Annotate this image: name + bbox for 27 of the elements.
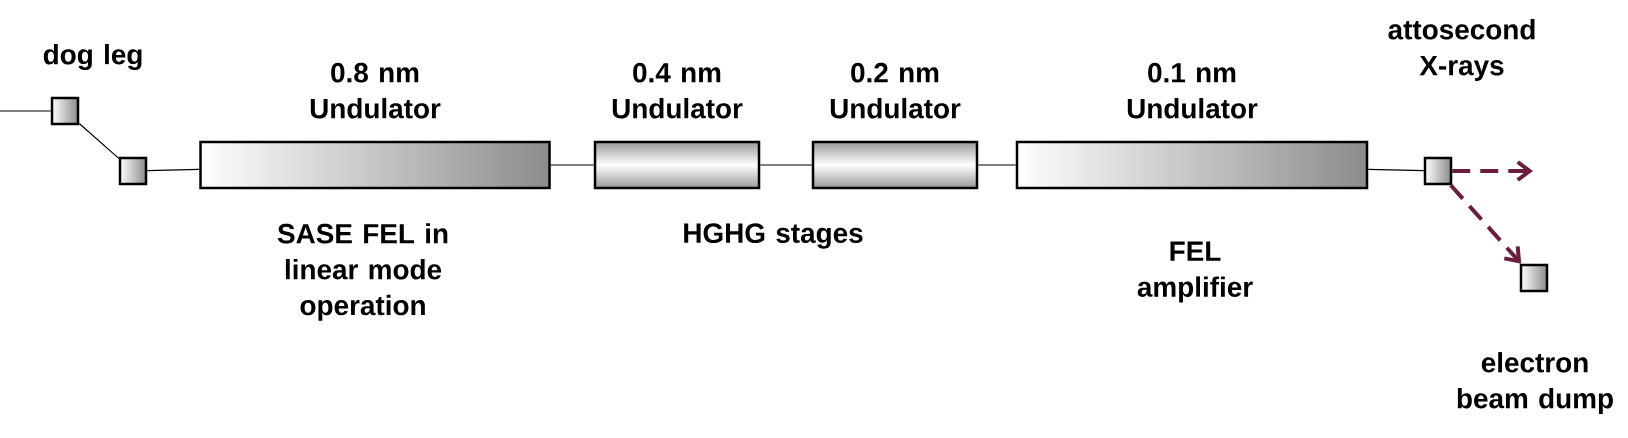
undulator-box: 0.8 nm Undulator [199,62,551,190]
square-marker [118,156,148,186]
node-label: 0.8 nm Undulator [310,62,441,119]
beam-line [146,168,200,172]
beam-line [550,164,595,166]
arrow [1452,160,1533,182]
square-marker [50,96,80,126]
arrow [1449,183,1522,264]
node-label: 0.1 nm Undulator [1127,62,1258,119]
node-label: SASE FEL in linear mode operation [277,223,448,321]
node-label: electron beam dump [1457,352,1613,414]
node-label: 0.4 nm Undulator [612,62,743,119]
beam-line [1367,168,1425,172]
caption: HGHG stages [684,223,863,249]
undulator-box: 0.4 nm Undulator [593,62,761,190]
node-label: 0.2 nm Undulator [830,62,961,119]
beam-line [977,164,1017,166]
node-label: FEL amplifier [1137,241,1253,303]
undulator-box: 0.2 nm Undulator [811,62,979,190]
square-marker [1423,156,1453,186]
beam-line [0,110,52,112]
caption: attosecond X-rays [1388,19,1535,81]
beam-line [759,164,813,166]
beam-line [78,122,120,159]
node-label: dog leg [43,43,142,71]
undulator-box: 0.1 nm Undulator [1015,62,1369,190]
square-marker [1519,263,1549,293]
